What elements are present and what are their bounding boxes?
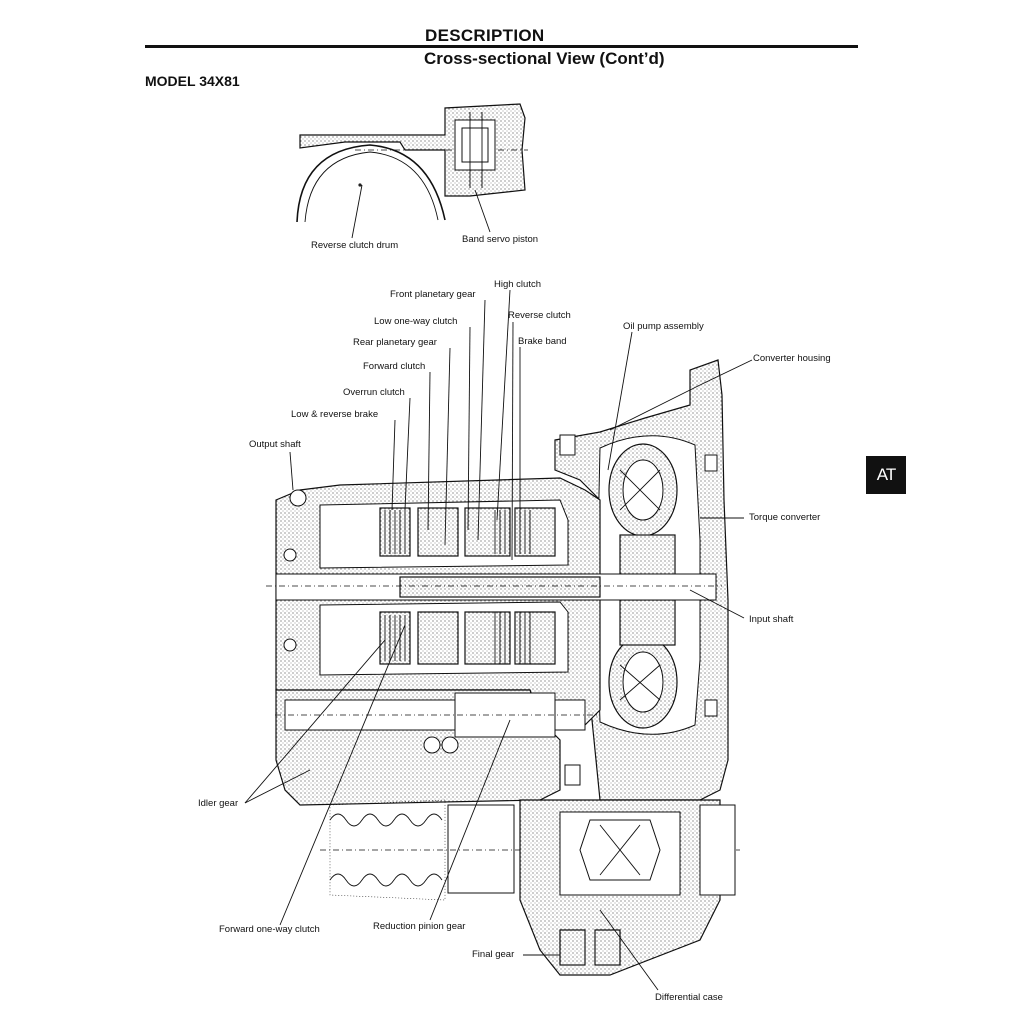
title-rule bbox=[145, 45, 858, 48]
drive-shaft bbox=[320, 799, 740, 901]
model-heading: MODEL 34X81 bbox=[145, 73, 240, 89]
label-forward-clutch: Forward clutch bbox=[363, 361, 426, 372]
clutch-packs bbox=[379, 507, 556, 665]
label-high-clutch: High clutch bbox=[494, 279, 541, 290]
label-final-gear: Final gear bbox=[472, 949, 515, 960]
label-overrun-clutch: Overrun clutch bbox=[343, 387, 405, 398]
label-front-planetary-gear: Front planetary gear bbox=[390, 289, 476, 300]
label-oil-pump-assembly: Oil pump assembly bbox=[623, 321, 704, 332]
page-subtitle: Cross-sectional View (Cont’d) bbox=[424, 49, 665, 68]
label-converter-housing: Converter housing bbox=[753, 353, 831, 364]
label-differential-case: Differential case bbox=[655, 992, 723, 1003]
label-output-shaft: Output shaft bbox=[249, 439, 301, 450]
label-input-shaft: Input shaft bbox=[749, 614, 794, 625]
label-brake-band: Brake band bbox=[518, 336, 567, 347]
label-band-servo-piston: Band servo piston bbox=[462, 234, 539, 245]
label-rear-planetary-gear: Rear planetary gear bbox=[353, 337, 437, 348]
main-section bbox=[266, 359, 740, 976]
differential bbox=[519, 799, 736, 976]
label-forward-one-way-clutch: Forward one-way clutch bbox=[219, 924, 320, 935]
leader-lines bbox=[244, 289, 753, 991]
label-torque-converter: Torque converter bbox=[749, 512, 821, 523]
label-low-reverse-brake: Low & reverse brake bbox=[291, 409, 379, 420]
label-reverse-clutch-drum: Reverse clutch drum bbox=[311, 240, 399, 251]
label-reverse-clutch: Reverse clutch bbox=[508, 310, 571, 321]
label-low-one-way-clutch: Low one-way clutch bbox=[374, 316, 458, 327]
label-idler-gear: Idler gear bbox=[198, 798, 239, 809]
section-tab[interactable]: AT bbox=[866, 456, 906, 494]
page-title: DESCRIPTION bbox=[425, 26, 545, 45]
detail-view bbox=[296, 103, 528, 239]
label-reduction-pinion-gear: Reduction pinion gear bbox=[373, 921, 466, 932]
